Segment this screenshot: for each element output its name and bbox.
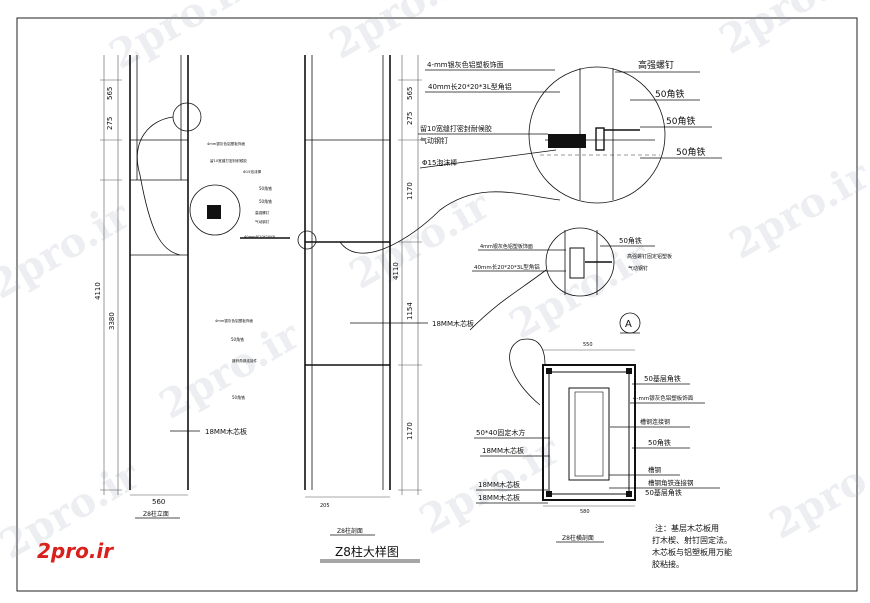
elev-small-label-3: Φ15泡沫棒 bbox=[243, 169, 262, 174]
detail1-panel-label: 4-mm银灰色铝塑板饰面 bbox=[427, 60, 504, 69]
detail-bubble-small bbox=[172, 102, 202, 132]
elev-small-label-1: 4mm银灰色铝塑板饰面 bbox=[207, 141, 245, 146]
watermark-text: 2pro.ir bbox=[722, 151, 870, 269]
plan-view-title: Z8柱横剖面 bbox=[562, 534, 594, 542]
plan-angle-base-label: 50基层角铁 bbox=[644, 374, 681, 383]
plan-channel-conn-label: 槽钢角铁连接钢 bbox=[648, 478, 694, 487]
detail2-screw-label: 高强螺钉固定铝塑板 bbox=[627, 253, 672, 260]
elev-small-label-4: 50角铁 bbox=[259, 185, 272, 191]
dim-mid-seg-3: 1170 bbox=[406, 422, 414, 440]
dim-plan-bottom: 580 bbox=[580, 509, 590, 515]
sheet-border bbox=[16, 17, 858, 592]
watermark-text: 2pro.ir bbox=[102, 0, 259, 79]
left-board-label: 18MM木芯板 bbox=[205, 427, 247, 436]
detail-2: 50角铁 4mm银灰色铝塑板饰面 高强螺钉固定铝塑板 40mm长20*20*3L… bbox=[469, 227, 672, 331]
dim-mid-seg-1: 1170 bbox=[406, 182, 414, 200]
detail1-sealant-label: 留10宽缝打密封耐候胶 bbox=[420, 124, 492, 133]
section-view-title: Z8柱剖面 bbox=[337, 527, 363, 535]
dim-mid-width: 205 bbox=[320, 503, 330, 509]
dim-plan-top: 550 bbox=[583, 342, 593, 348]
detail1-bolt-label: 高强螺钉 bbox=[638, 59, 674, 71]
detail2-angleL-label: 40mm长20*20*3L型角铝 bbox=[474, 263, 540, 271]
detail1-angle50-c: 50角铁 bbox=[676, 146, 705, 158]
notes-block: 注：基层木芯板用 打木楔、射钉固定法。 木芯板与铝塑板用万能 胶粘接。 bbox=[652, 523, 732, 569]
plan-board3-label: 18MM木芯板 bbox=[478, 493, 520, 502]
elev-small-label-8: 40mm长20*20*3L bbox=[244, 234, 276, 239]
detail1-angle-label: 40mm长20*20*3L型角铝 bbox=[428, 82, 512, 91]
elev-small-label-2: 留10宽缝打密封耐候胶 bbox=[210, 158, 247, 163]
watermark-text: 2pro.ir bbox=[342, 181, 499, 299]
elev-small-label-5: 50角铁 bbox=[259, 198, 272, 204]
left-small-label-1: 4mm银灰色铝塑板饰面 bbox=[215, 318, 253, 323]
plan-view: A 550 580 Z8柱横剖面 50基层角铁 4-mm银灰色铝塑板饰面 槽钢连… bbox=[474, 312, 720, 543]
detail2-nail-label: 气动钢钉 bbox=[628, 265, 648, 272]
dim-left-width: 560 bbox=[152, 498, 165, 506]
detail-bubble-elev bbox=[189, 184, 241, 236]
plan-channel-label: 槽钢 bbox=[648, 465, 662, 474]
watermark-text: 2pro.ir bbox=[712, 0, 869, 64]
note-line-1: 注：基层木芯板用 bbox=[655, 523, 719, 533]
dim-left-height-2: 3380 bbox=[108, 312, 116, 330]
dim-mid-top-2: 275 bbox=[406, 112, 414, 125]
watermark-text: 2pro.ir bbox=[0, 191, 138, 309]
left-small-label-2: 50角铁 bbox=[231, 336, 244, 342]
plan-steel-label: 槽钢连接钢 bbox=[640, 418, 670, 426]
watermark-text: 2pro.ir bbox=[322, 0, 479, 69]
detail2-panel-label: 4mm银灰色铝塑板饰面 bbox=[480, 243, 533, 250]
dim-mid-seg-2: 1154 bbox=[406, 302, 414, 320]
note-line-2: 打木楔、射钉固定法。 bbox=[652, 535, 732, 545]
plan-angle-base2-label: 50基层角铁 bbox=[645, 488, 682, 497]
dim-mid-top-1: 565 bbox=[406, 87, 414, 100]
elev-small-label-6: 高强螺钉 bbox=[255, 210, 270, 215]
elevation-view-title: Z8柱立面 bbox=[143, 510, 169, 518]
note-line-4: 胶粘接。 bbox=[652, 559, 684, 569]
detail2-angle50-label: 50角铁 bbox=[619, 236, 642, 245]
elev-small-label-7: 气动钢钉 bbox=[255, 219, 270, 224]
plan-outer-frame bbox=[542, 364, 636, 501]
left-small-label-4: 50角铁 bbox=[232, 394, 245, 400]
left-small-label-3: 镀锌角钢连接件 bbox=[232, 358, 258, 363]
detail-1: 4-mm银灰色铝塑板饰面 40mm长20*20*3L型角铝 留10宽缝打密封耐候… bbox=[418, 59, 722, 204]
dim-left-height-1: 4110 bbox=[94, 282, 102, 300]
plan-wood-label: 50*40固定木方 bbox=[476, 428, 525, 437]
detail1-angle50-a: 50角铁 bbox=[655, 88, 684, 100]
section-view: 565 275 1170 1154 1170 4110 205 Z8柱剖面 18… bbox=[297, 55, 561, 536]
elevation-view: 565 275 4110 3380 560 Z8柱立面 18MM木芯板 4mm银… bbox=[94, 55, 290, 519]
plan-board1-label: 18MM木芯板 bbox=[482, 446, 524, 455]
dim-mid-total: 4110 bbox=[392, 262, 400, 280]
site-logo: 2pro.ir bbox=[37, 539, 114, 563]
plan-panel-label: 4-mm银灰色铝塑板饰面 bbox=[633, 394, 694, 402]
watermark-text: 2pro.ir bbox=[762, 431, 870, 549]
dim-left-top-1: 565 bbox=[106, 87, 114, 100]
detail1-angle50-b: 50角铁 bbox=[666, 115, 695, 127]
detail-bubble-mid bbox=[297, 230, 317, 250]
watermark-text: 2pro.ir bbox=[152, 311, 309, 429]
dim-left-top-2: 275 bbox=[106, 117, 114, 130]
detail-2-circle bbox=[545, 227, 615, 297]
main-title: Z8柱大样图 bbox=[335, 544, 399, 559]
detail1-foam-label: Φ15泡沫棒 bbox=[422, 158, 457, 167]
note-line-3: 木芯板与铝塑板用万能 bbox=[652, 547, 732, 557]
detail1-nail-label: 气动钢钉 bbox=[420, 136, 448, 145]
plan-angle50-label: 50角铁 bbox=[648, 438, 671, 447]
detail-1-circle bbox=[528, 66, 666, 204]
mid-board-label: 18MM木芯板 bbox=[432, 319, 474, 328]
plan-board2-label: 18MM木芯板 bbox=[478, 480, 520, 489]
section-marker-letter: A bbox=[625, 319, 632, 330]
